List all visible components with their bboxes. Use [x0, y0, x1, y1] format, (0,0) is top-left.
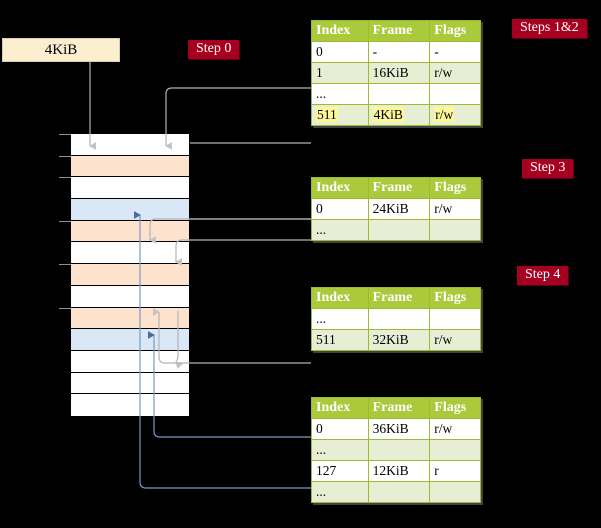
- cell-index: 511: [311, 329, 369, 351]
- cell-frame: 16KiB: [367, 62, 431, 84]
- memory-frame-row: [59, 220, 189, 243]
- cell-flags: r/w: [429, 329, 481, 351]
- cell-flags: [429, 219, 481, 241]
- cell-flags: r/w: [429, 418, 481, 440]
- cell-flags: r/w: [429, 62, 481, 84]
- cell-flags: [429, 308, 481, 330]
- table-row: 511 4KiB r/w: [311, 104, 481, 126]
- cell-flags: r: [429, 460, 481, 482]
- cell-flags: [429, 439, 481, 461]
- table-row: ...: [311, 219, 481, 241]
- frame-tick-mark: [59, 134, 71, 135]
- cell-index: 127: [311, 460, 369, 482]
- cell-frame: [367, 481, 431, 503]
- memory-frame-row: [59, 264, 189, 286]
- cell-frame: [367, 308, 431, 330]
- column-header-index: Index: [311, 177, 369, 199]
- cell-frame: [367, 439, 431, 461]
- frame-tick-mark: [59, 177, 71, 179]
- virtual-address-box: 4KiB: [2, 38, 120, 62]
- cell-flags: -: [429, 41, 481, 63]
- memory-frame-row: [71, 394, 189, 416]
- table-row: 0--: [311, 41, 481, 63]
- cell-frame: 4KiB: [367, 104, 431, 126]
- cell-flags: [429, 481, 481, 503]
- table-row: ...: [311, 83, 481, 105]
- cell-index: 0: [311, 418, 369, 440]
- memory-frame-row: [59, 155, 189, 178]
- cell-frame: 36KiB: [367, 418, 431, 440]
- column-header-frame: Frame: [367, 397, 431, 419]
- cell-index: ...: [311, 481, 369, 503]
- wire-l2-32kib: [175, 239, 311, 266]
- column-header-index: Index: [311, 20, 369, 42]
- column-header-frame: Frame: [367, 177, 431, 199]
- table-row: ...: [311, 308, 481, 330]
- badge-step-3: Step 3: [522, 159, 574, 178]
- virtual-address-label: 4KiB: [44, 41, 78, 58]
- column-header-frame: Frame: [367, 20, 431, 42]
- highlighted-value: r/w: [434, 107, 455, 122]
- memory-frame-row: [59, 134, 189, 156]
- badge-steps-1-2: Steps 1&2: [512, 19, 587, 38]
- highlighted-value: 511: [316, 107, 338, 122]
- frame-tick-mark: [59, 264, 71, 266]
- cell-flags: r/w: [429, 198, 481, 220]
- column-header-frame: Frame: [367, 287, 431, 309]
- cell-index: 0: [311, 41, 369, 63]
- memory-frame-row: [71, 199, 189, 221]
- cell-index: 511: [311, 104, 369, 126]
- physical-memory-column: [59, 133, 190, 416]
- badge-step-0: Step 0: [188, 40, 240, 59]
- cell-flags: [429, 83, 481, 105]
- memory-frame-row: [71, 285, 189, 308]
- column-header-flags: Flags: [429, 397, 481, 419]
- cell-index: 0: [311, 198, 369, 220]
- column-header-flags: Flags: [429, 20, 481, 42]
- memory-frame-row: [71, 329, 189, 351]
- cell-index: ...: [311, 83, 369, 105]
- memory-frame-row: [59, 307, 189, 330]
- frame-tick-mark: [59, 155, 71, 157]
- cell-index: ...: [311, 308, 369, 330]
- cell-flags: r/w: [429, 104, 481, 126]
- memory-frame-row: [71, 372, 189, 395]
- cell-frame: [367, 219, 431, 241]
- table-row: ...: [311, 481, 481, 503]
- highlighted-value: 4KiB: [372, 107, 404, 122]
- cell-frame: 12KiB: [367, 460, 431, 482]
- frame-tick-mark: [59, 220, 71, 222]
- cell-frame: [367, 83, 431, 105]
- cell-index: ...: [311, 439, 369, 461]
- frame-tick-mark: [59, 307, 71, 309]
- memory-frame-row: [59, 177, 189, 200]
- column-header-index: Index: [311, 397, 369, 419]
- cell-frame: 24KiB: [367, 198, 431, 220]
- column-header-index: Index: [311, 287, 369, 309]
- memory-frame-row: [71, 242, 189, 265]
- badge-step-4: Step 4: [517, 266, 569, 285]
- memory-frame-row: [71, 350, 189, 373]
- cell-index: ...: [311, 219, 369, 241]
- cell-frame: 32KiB: [367, 329, 431, 351]
- table-row: ...: [311, 439, 481, 461]
- column-header-flags: Flags: [429, 177, 481, 199]
- column-header-flags: Flags: [429, 287, 481, 309]
- cell-frame: -: [367, 41, 431, 63]
- cell-index: 1: [311, 62, 369, 84]
